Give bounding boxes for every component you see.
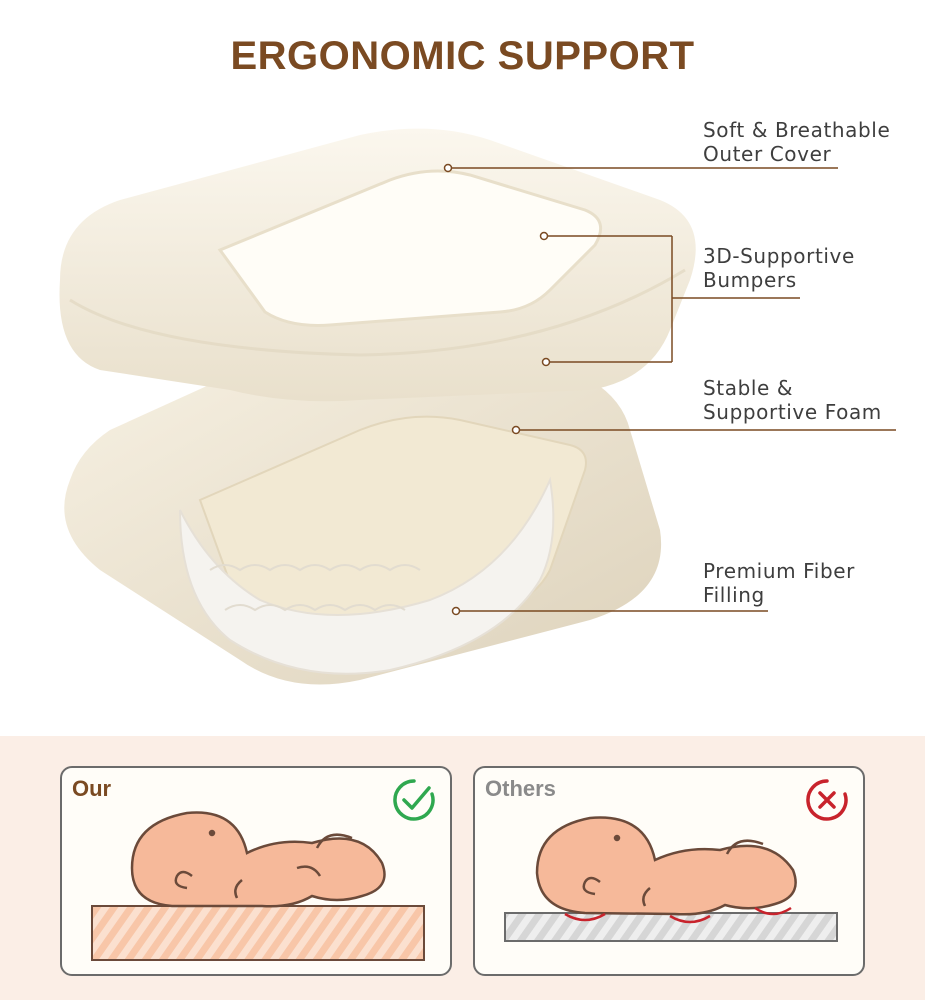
card-title-ours: Our: [72, 776, 112, 801]
page-title: ERGONOMIC SUPPORT: [230, 34, 695, 78]
lounger-illustration: [59, 128, 696, 685]
callout-outer-cover: Soft & Breathable Outer Cover: [703, 118, 891, 166]
outer-cover-bumper: [59, 128, 696, 402]
baby-figure: [130, 811, 386, 908]
card-title-others: Others: [485, 776, 556, 801]
callout-bumpers: 3D-Supportive Bumpers: [703, 244, 855, 292]
baby-on-supportive-mattress: [91, 811, 425, 961]
baby-figure: [535, 816, 797, 916]
pressure-points: [564, 906, 792, 924]
comparison-card-ours: Our: [60, 766, 452, 976]
callout-foam: Stable & Supportive Foam: [703, 376, 882, 424]
mattress-ours: [91, 905, 425, 961]
baby-on-flat-mattress: [504, 816, 838, 942]
check-circle-icon: [393, 779, 435, 821]
callout-fiber-filling: Premium Fiber Filling: [703, 559, 855, 607]
comparison-card-others: Others: [473, 766, 865, 976]
x-circle-icon: [806, 779, 848, 821]
